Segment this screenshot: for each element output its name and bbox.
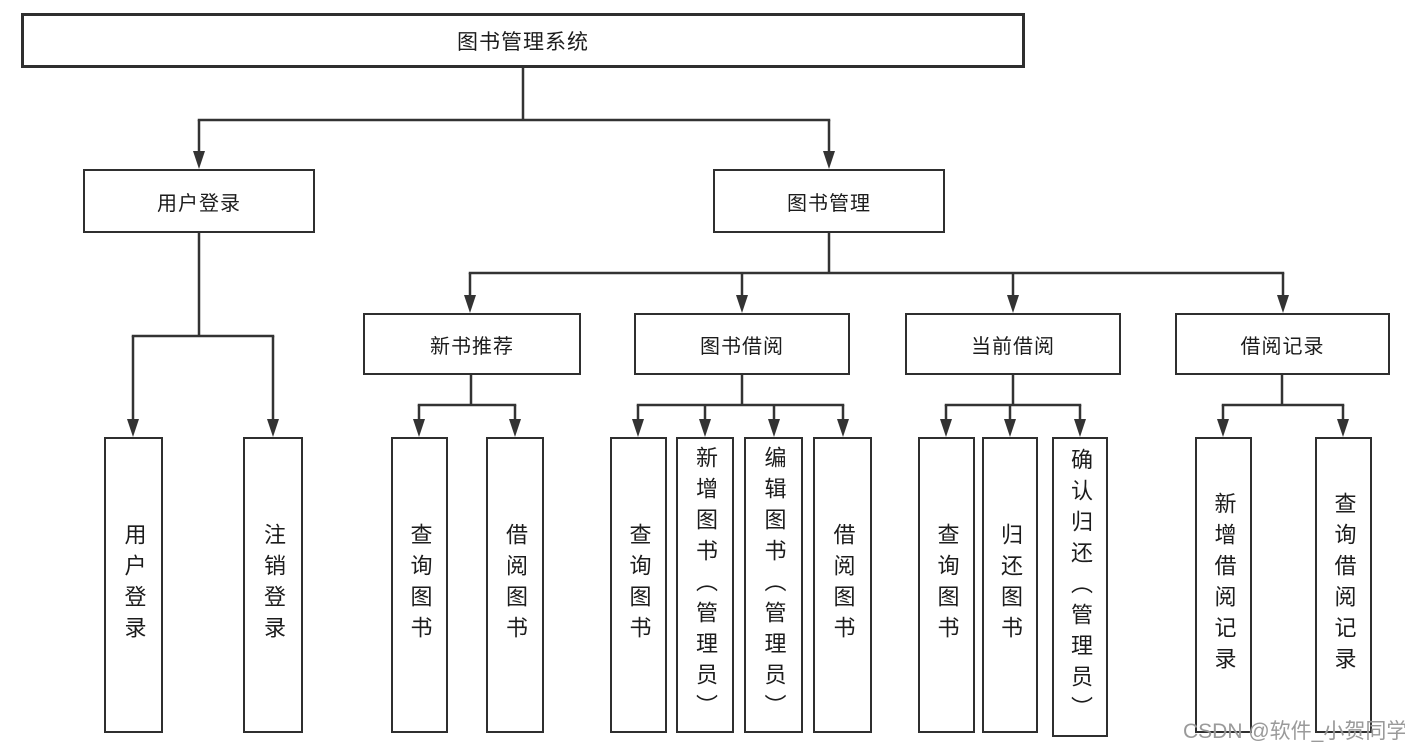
leaf-query-books-recommend: 查询图书: [391, 437, 448, 733]
node-borrowing-records: 借阅记录: [1175, 313, 1390, 375]
leaf-query-borrow-record: 查询借阅记录: [1315, 437, 1372, 733]
node-new-book-recommendation: 新书推荐: [363, 313, 581, 375]
leaf-borrow-books-borrow-label: 借阅图书: [830, 523, 856, 647]
leaf-borrow-books-recommend-label: 借阅图书: [503, 523, 528, 647]
leaf-confirm-return-admin: 确认归还（管理员）: [1052, 437, 1108, 737]
leaf-borrow-books-borrow: 借阅图书: [813, 437, 872, 733]
node-user-login: 用户登录: [83, 169, 315, 233]
node-book-borrowing: 图书借阅: [634, 313, 850, 375]
leaf-return-book: 归还图书: [982, 437, 1038, 733]
leaf-query-books-borrow: 查询图书: [610, 437, 667, 733]
leaf-return-book-label: 归还图书: [998, 523, 1023, 647]
leaf-add-book-admin: 新增图书（管理员）: [676, 437, 734, 733]
leaf-borrow-books-recommend: 借阅图书: [486, 437, 544, 733]
leaf-edit-book-admin: 编辑图书（管理员）: [744, 437, 803, 733]
leaf-logout: 注销登录: [243, 437, 303, 733]
leaf-query-books-borrow-label: 查询图书: [626, 523, 652, 647]
leaf-add-borrow-record: 新增借阅记录: [1195, 437, 1252, 733]
leaf-add-borrow-record-label: 新增借阅记录: [1211, 492, 1237, 678]
leaf-edit-book-admin-label: 编辑图书（管理员）: [761, 445, 787, 725]
leaf-query-books-current-label: 查询图书: [934, 523, 960, 647]
leaf-query-books-recommend-label: 查询图书: [407, 523, 433, 647]
node-book-management: 图书管理: [713, 169, 945, 233]
leaf-query-borrow-record-label: 查询借阅记录: [1331, 492, 1357, 678]
leaf-user-login-label: 用户登录: [121, 523, 147, 647]
leaf-query-books-current: 查询图书: [918, 437, 975, 733]
leaf-logout-label: 注销登录: [261, 523, 286, 647]
leaf-confirm-return-admin-label: 确认归还（管理员）: [1068, 447, 1093, 727]
watermark: CSDN @软件_小贺同学: [1183, 720, 1405, 743]
node-library-management-system: 图书管理系统: [21, 13, 1025, 68]
leaf-user-login: 用户登录: [104, 437, 163, 733]
node-current-borrowing: 当前借阅: [905, 313, 1121, 375]
leaf-add-book-admin-label: 新增图书（管理员）: [693, 445, 718, 725]
